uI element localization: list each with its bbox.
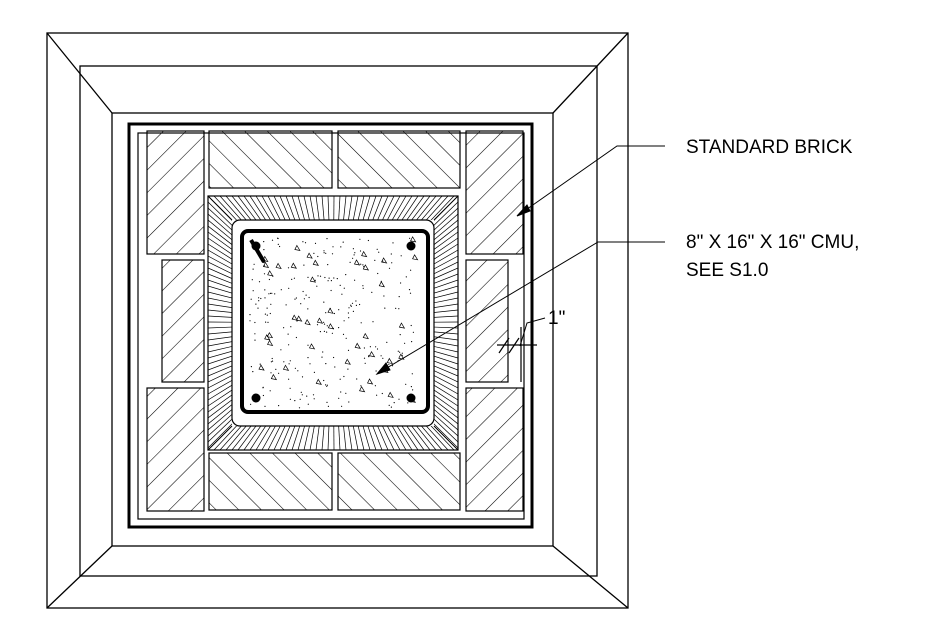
grout-core [231,219,435,427]
brick-bottom-2 [337,452,461,511]
brick-left-half [161,259,205,383]
gap-dimension [497,327,537,382]
brick-top-left-corner [146,130,205,255]
callout-standard-brick-text: STANDARD BRICK [686,137,853,158]
callout-cmu-line1: 8" X 16" X 16" CMU, [686,232,860,253]
brick-leader [519,145,665,215]
cmu-shell [207,195,459,451]
callout-gap-text: 1" [548,308,566,329]
callout-cmu-line2: SEE S1.0 [686,260,769,281]
brick-top-2 [337,130,461,189]
rebar-dots [251,241,416,403]
gap-leader [519,317,546,347]
brick-right-half [465,259,509,383]
callout-gap-dimension: 1" [548,305,565,333]
brick-bottom-left-corner [146,387,205,512]
leader-lines [375,145,665,375]
cmu-leader [379,241,665,373]
callout-cmu: 8" X 16" X 16" CMU, SEE S1.0 [686,229,859,285]
coping-cap [46,32,629,609]
brick-bottom-right-corner [465,387,524,512]
callout-standard-brick: STANDARD BRICK [686,134,852,162]
standard-bricks [146,130,524,512]
brick-top-1 [208,130,333,189]
brick-bottom-1 [208,452,333,511]
brick-top-right-corner [465,130,524,255]
